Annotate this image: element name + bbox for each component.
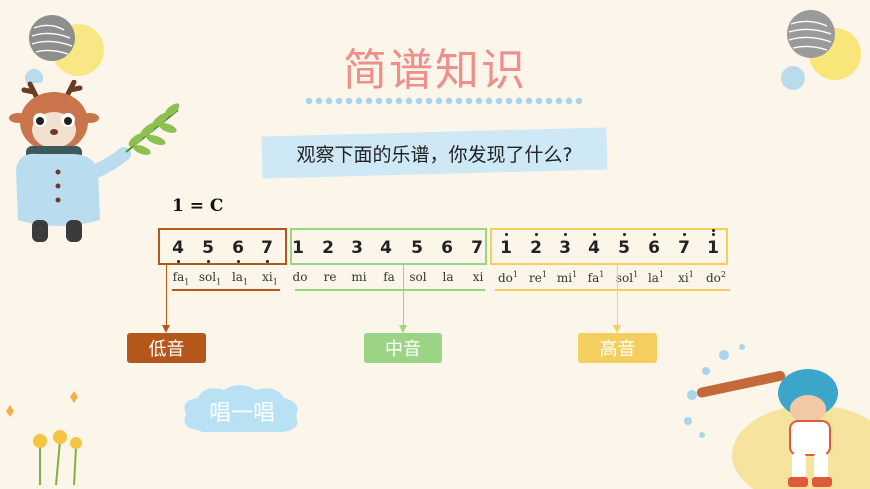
low-notes-box xyxy=(158,228,287,265)
mid-note: 1 xyxy=(292,238,304,258)
mid-note: 3 xyxy=(351,238,363,258)
low-note: 4 xyxy=(172,238,184,258)
mid-note: 7 xyxy=(471,238,483,258)
high-syllable: la1 xyxy=(647,270,665,285)
low-note: 7 xyxy=(261,238,273,258)
decor-circles-right xyxy=(781,10,861,90)
mid-note: 2 xyxy=(322,238,334,258)
mid-note: 5 xyxy=(411,238,423,258)
page-title: 简谱知识 xyxy=(343,45,527,96)
decor-circles-left xyxy=(25,15,104,83)
high-note: 3 xyxy=(559,238,571,258)
high-note: 1 xyxy=(707,238,719,258)
deer-mascot xyxy=(9,80,180,242)
mid-note: 6 xyxy=(441,238,453,258)
baseball-player xyxy=(684,344,870,489)
low-octave-dot xyxy=(207,260,210,263)
high-label: 高音 xyxy=(578,333,657,363)
high-syllable: re1 xyxy=(529,270,547,285)
high-syllable: sol1 xyxy=(615,270,639,285)
high-notes-box xyxy=(490,228,728,265)
mid-syllable: sol xyxy=(409,270,427,284)
title-dots-divider xyxy=(304,97,584,105)
low-octave-dot xyxy=(237,260,240,263)
high-note: 6 xyxy=(648,238,660,258)
mid-note: 4 xyxy=(380,238,392,258)
low-label: 低音 xyxy=(127,333,206,363)
high-note: 5 xyxy=(618,238,630,258)
high-octave-dot xyxy=(593,233,596,236)
high-octave-dot xyxy=(653,233,656,236)
high-note: 7 xyxy=(678,238,690,258)
high-octave-dot xyxy=(712,229,715,232)
mid-syllable: xi xyxy=(472,270,484,284)
low-syllable: fa1 xyxy=(172,270,190,287)
mid-underline xyxy=(295,289,485,291)
flowers-decor xyxy=(6,391,82,486)
mid-connector xyxy=(403,265,404,329)
mid-syllable: do xyxy=(292,270,308,284)
low-underline xyxy=(172,289,280,291)
low-syllable: sol1 xyxy=(198,270,222,287)
high-syllable: do1 xyxy=(498,270,518,285)
high-syllable: do2 xyxy=(706,270,726,285)
mid-syllable: re xyxy=(323,270,337,284)
low-octave-dot xyxy=(266,260,269,263)
mid-notes-box xyxy=(290,228,487,265)
high-syllable: xi1 xyxy=(678,270,694,285)
high-note: 1 xyxy=(500,238,512,258)
high-octave-dot xyxy=(623,233,626,236)
high-octave-dot xyxy=(683,233,686,236)
sing-label: 唱一唱 xyxy=(208,401,275,426)
high-octave-dot xyxy=(712,233,715,236)
low-syllable: la1 xyxy=(231,270,249,287)
low-connector xyxy=(166,265,167,329)
key-signature: 1 = C xyxy=(172,196,224,216)
high-octave-dot xyxy=(535,233,538,236)
high-octave-dot xyxy=(564,233,567,236)
low-octave-dot xyxy=(177,260,180,263)
high-octave-dot xyxy=(505,233,508,236)
high-syllable: fa1 xyxy=(587,270,605,285)
high-note: 2 xyxy=(530,238,542,258)
high-note: 4 xyxy=(588,238,600,258)
high-connector xyxy=(617,265,618,329)
low-note: 6 xyxy=(232,238,244,258)
high-syllable: mi1 xyxy=(556,270,578,285)
mid-syllable: mi xyxy=(351,270,367,284)
high-underline xyxy=(495,289,730,291)
question-text: 观察下面的乐谱，你发现了什么? xyxy=(296,144,573,166)
low-note: 5 xyxy=(202,238,214,258)
mid-syllable: la xyxy=(442,270,454,284)
mid-label: 中音 xyxy=(364,333,442,363)
low-syllable: xi1 xyxy=(262,270,278,287)
sing-cloud[interactable] xyxy=(178,382,298,432)
mid-syllable: fa xyxy=(383,270,395,284)
